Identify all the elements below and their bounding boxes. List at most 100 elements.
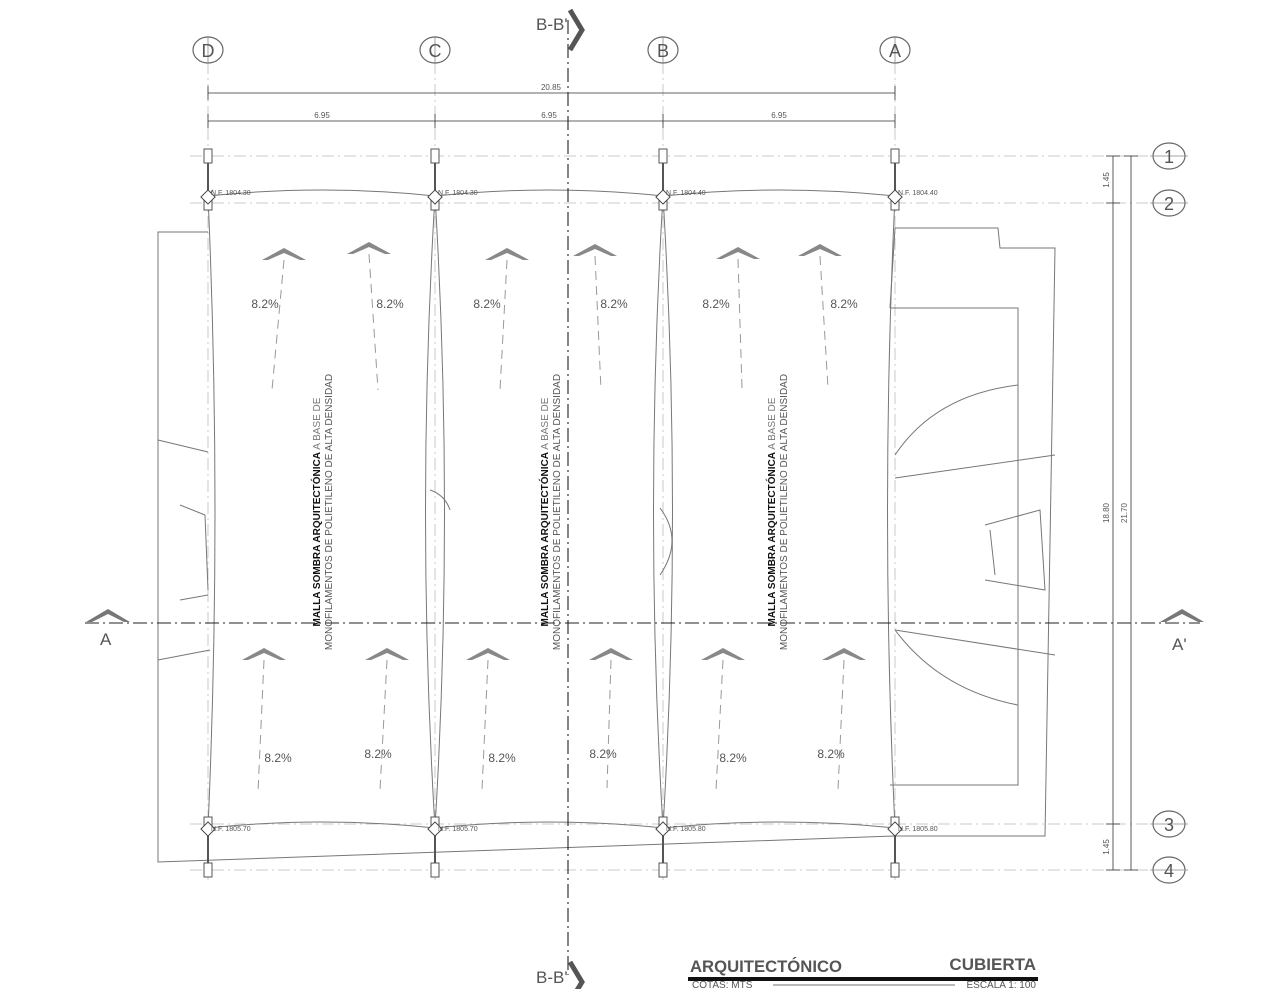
slope-arrow-line [606,659,612,789]
material-label-line1: MALLA SOMBRA ARQUITECTÓNICA A BASE DE [538,397,551,626]
columns [200,148,903,878]
section-a-left-label: A [100,630,112,649]
slope-arrowhead [347,242,391,254]
slope-arrow-line [819,255,829,389]
slope-arrowhead [716,247,760,259]
slope-arrowhead [262,248,306,260]
slope-arrow-line [481,659,489,791]
slope-arrow-line [368,253,379,391]
level-top-c: N.F. 1804.30 [438,190,478,197]
column-plate [203,862,213,878]
section-bb-bottom-arrow [567,960,585,989]
slope-arrowhead [822,648,866,660]
column-joint [200,189,216,205]
section-a-left-arrow [86,609,130,622]
slope-label: 8.2% [364,747,392,761]
material-label-line2: MONOFILAMENTOS DE POLIETILENO DE ALTA DE… [324,374,335,650]
level-bottom-a: N.F. 1805.80 [898,826,938,833]
slope-arrow-line [379,659,388,791]
slope-label: 8.2% [600,297,628,311]
column-joint [655,189,671,205]
slope-arrowhead [485,248,529,260]
column-joint [427,189,443,205]
material-label-line2: MONOFILAMENTOS DE POLIETILENO DE ALTA DE… [779,374,790,650]
slope-arrow-line [594,255,602,391]
slope-label: 8.2% [719,751,747,765]
slope-arrowhead [701,648,745,660]
slope-arrowhead [798,244,842,256]
slope-label: 8.2% [589,747,617,761]
column-plate [890,148,900,164]
slope-arrowhead [589,648,633,660]
title-scale: ESCALA 1: 100 [967,980,1037,989]
column-plate [430,148,440,164]
column-plate [658,148,668,164]
material-label-line1: MALLA SOMBRA ARQUITECTÓNICA A BASE DE [310,397,323,626]
slope-arrows: 8.2%8.2%8.2%8.2%8.2%8.2%8.2%8.2%8.2%8.2%… [242,242,866,793]
shade-membrane [207,189,896,829]
slope-arrowhead [466,648,510,660]
section-marker-bb-bottom: B-B' [536,960,585,989]
section-marker-bb-top: B-B' [536,8,585,52]
level-top-d: N.F. 1804.30 [211,190,251,197]
column-plate [658,862,668,878]
row-balloon-label: 1 [1164,147,1174,167]
slope-label: 8.2% [488,751,516,765]
slope-arrowhead [573,244,617,256]
title-underline [688,977,1038,981]
title-sheet: CUBIERTA [949,955,1036,974]
title-discipline: ARQUITECTÓNICO [690,957,842,976]
bay-width-dimension-3: 6.95 [771,111,787,120]
section-a-right-arrow [1160,609,1204,622]
bay-width-dimension-1: 6.95 [314,111,330,120]
column-joint [887,189,903,205]
column-balloon-label: A [889,41,901,61]
section-marker-a-left: A [86,609,130,649]
level-bottom-b: N.F. 1805.80 [666,826,706,833]
vertical-overall-dimension: 21.70 [1120,502,1129,523]
slope-arrowhead [365,648,409,660]
slope-arrow-line [499,259,508,391]
slope-arrow-line [737,258,743,389]
level-bottom-c: N.F. 1805.70 [438,826,478,833]
slope-arrow-line [271,259,285,391]
vertical-middle-dimension: 18.80 [1102,502,1111,523]
row-balloon-label: 3 [1164,815,1174,835]
slope-arrow-line [715,659,724,791]
slope-arrow-line [837,659,845,791]
building-outline [157,227,1056,863]
slope-arrowhead [242,648,286,660]
column-balloon-label: D [202,41,215,61]
slope-label: 8.2% [376,297,404,311]
column-joint [887,821,903,837]
overall-width-dimension: 20.85 [541,83,562,92]
horizontal-dimensions: 20.85 6.95 6.95 6.95 [207,83,896,128]
slope-label: 8.2% [817,747,845,761]
column-plate [430,862,440,878]
title-units: COTAS: MTS [692,980,753,989]
row-balloon-label: 2 [1164,194,1174,214]
column-plate [203,148,213,164]
title-block: ARQUITECTÓNICO CUBIERTA [688,955,1038,981]
section-bb-top-arrow [567,8,585,52]
vertical-bottom-dimension: 1.45 [1102,839,1111,855]
slope-arrow-line [257,659,265,793]
column-balloon-label: B [657,41,669,61]
vertical-dimensions: 1.45 18.80 21.70 1.45 [1102,155,1138,871]
material-label-line1: MALLA SOMBRA ARQUITECTÓNICA A BASE DE [765,397,778,626]
level-labels: N.F. 1804.30 N.F. 1804.30 N.F. 1804.40 N… [211,190,938,833]
section-bb-bottom-label: B-B' [536,968,568,987]
section-marker-a-right: A' [1160,609,1204,654]
column-joint [655,821,671,837]
vertical-top-dimension: 1.45 [1102,172,1111,188]
slope-label: 8.2% [702,297,730,311]
material-label-line2: MONOFILAMENTOS DE POLIETILENO DE ALTA DE… [552,374,563,650]
column-joint [427,821,443,837]
slope-label: 8.2% [473,297,501,311]
